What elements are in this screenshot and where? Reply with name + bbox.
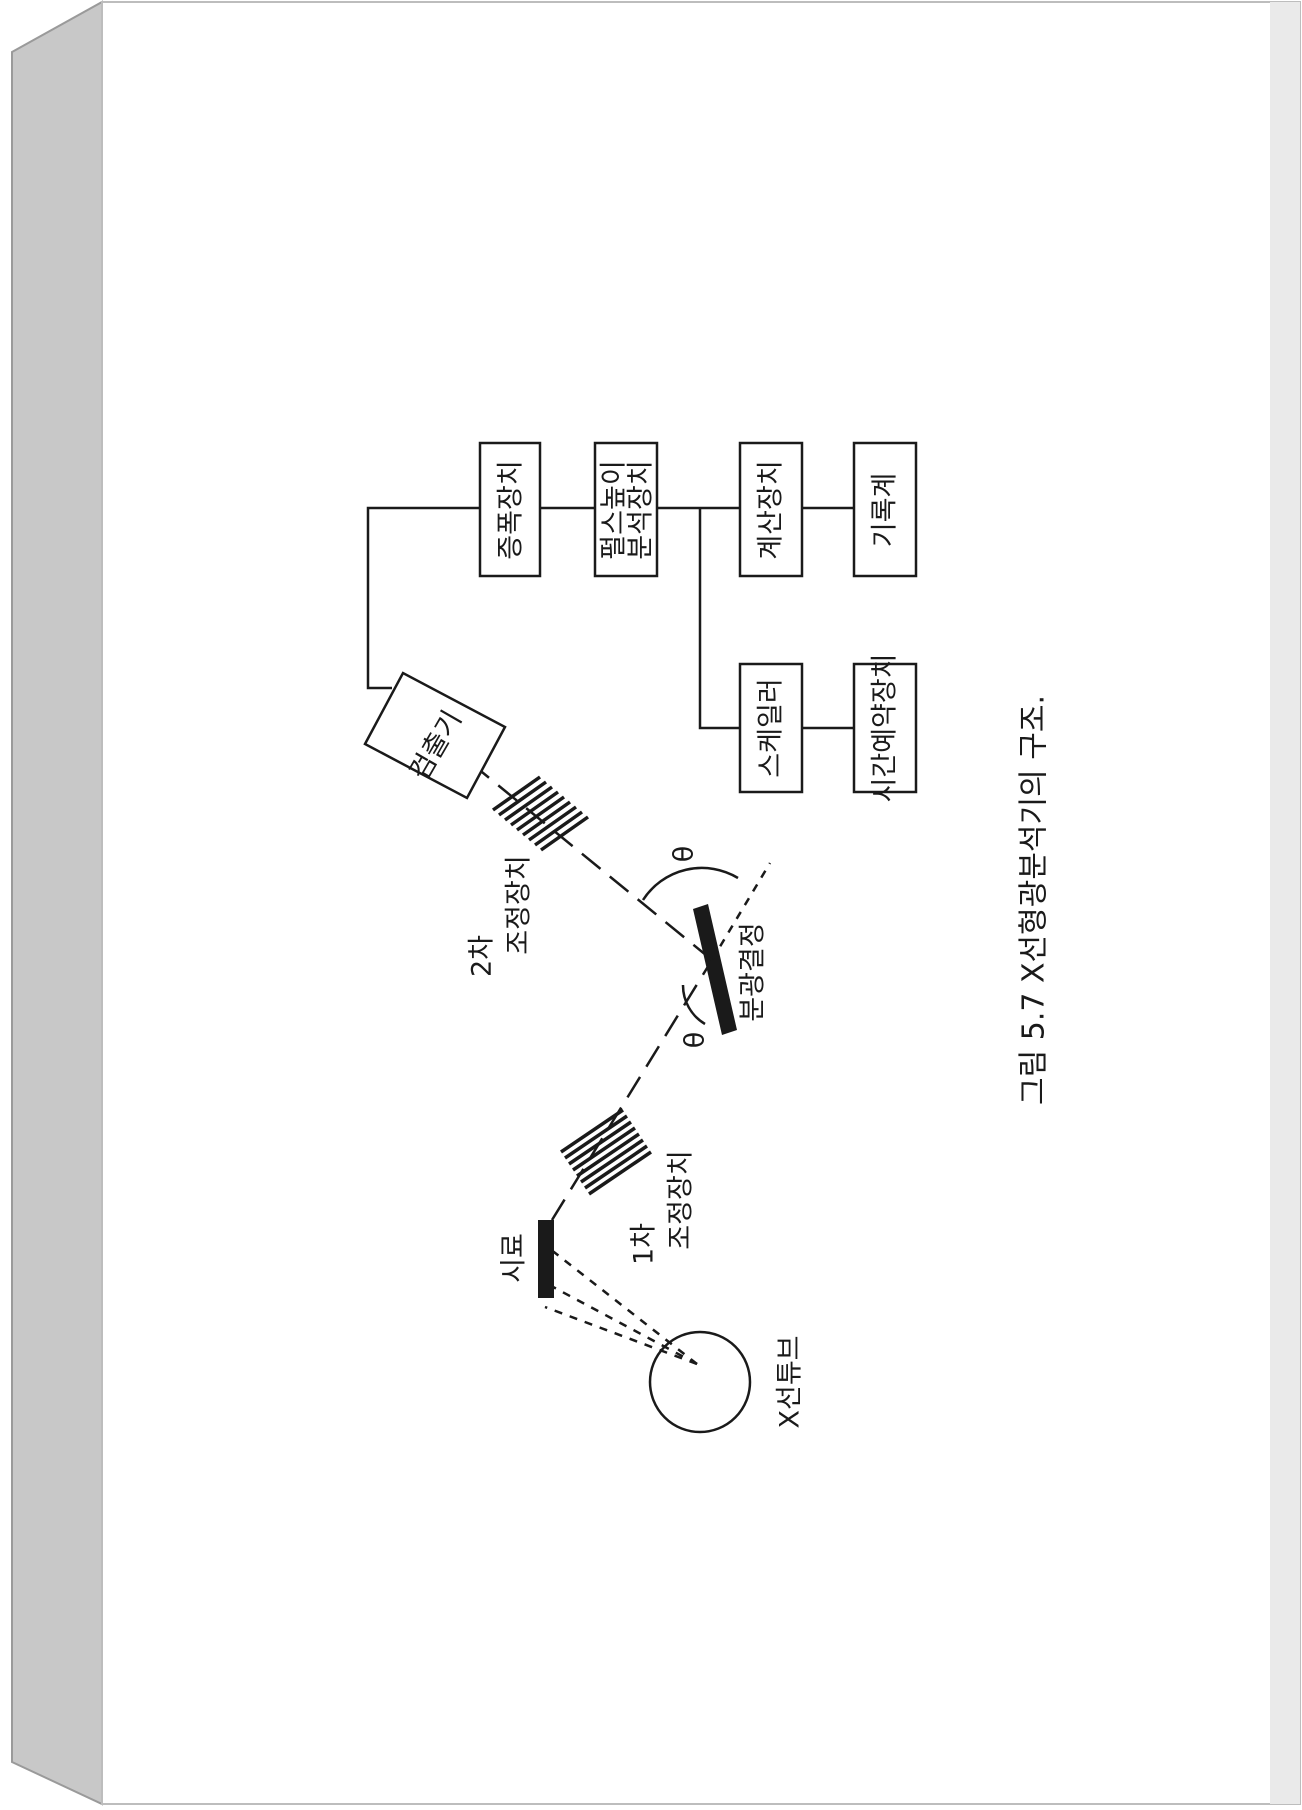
crystal-normal-line: [710, 862, 772, 961]
theta-right: θ: [669, 846, 700, 863]
secondary-collimator: [491, 775, 590, 852]
xray-tube: [648, 1330, 752, 1434]
beam-sample-crystal: [550, 959, 714, 1221]
counter-box[interactable]: [738, 441, 804, 578]
primary-collimator-label-1: 1차: [629, 1223, 660, 1265]
secondary-collimator-label-2: 조정장치: [504, 855, 535, 954]
counter-label: 계산장치: [756, 460, 787, 559]
timer-box[interactable]: [852, 662, 918, 794]
wire-detector-amplifier: [366, 506, 480, 690]
secondary-collimator-label-1: 2차: [467, 935, 498, 977]
diagram: X선튜브 시료 1차 조정장치 분광결정 θ θ: [363, 441, 1052, 1434]
ray-tube-sample-2: [544, 1305, 698, 1366]
theta-arc-left: [681, 984, 706, 1026]
theta-left: θ: [680, 1032, 711, 1049]
pulse-height-analyzer-box[interactable]: [593, 441, 659, 578]
primary-collimator-label-2: 조정장치: [666, 1150, 697, 1249]
amplifier-label: 증폭장치: [496, 460, 527, 559]
analyzing-crystal: [693, 904, 737, 1035]
page-edge-shadow: [1270, 2, 1300, 1804]
recorder-label: 기록계: [870, 473, 901, 548]
figure-caption: 그림 5.7 X선형광분석기의 구조.: [1017, 695, 1052, 1105]
beam-crystal-detector: [454, 749, 713, 961]
sample-label: 시료: [499, 1233, 530, 1283]
scaler-box[interactable]: [738, 662, 804, 794]
xray-tube-label: X선튜브: [775, 1335, 806, 1428]
recorder-box[interactable]: [852, 441, 918, 578]
sample-plate: [538, 1220, 554, 1298]
detector-box: [363, 671, 507, 800]
pulse-height-label-1: 펄스높이: [599, 460, 630, 559]
analyzing-crystal-label: 분광결정: [738, 922, 769, 1021]
ray-tube-sample-3: [539, 1278, 698, 1366]
amplifier-box[interactable]: [478, 441, 542, 578]
theta-arc-right: [641, 866, 739, 901]
book-page: [101, 1, 1301, 1805]
wire-pha-scaler: [698, 508, 740, 730]
timer-label: 시간예약장치: [870, 653, 901, 802]
pulse-height-label-2: 분석장치: [626, 460, 657, 559]
ray-tube-sample-1: [535, 1237, 698, 1365]
scaler-label: 스케일러: [756, 678, 787, 777]
book-spine: [11, 0, 103, 1806]
